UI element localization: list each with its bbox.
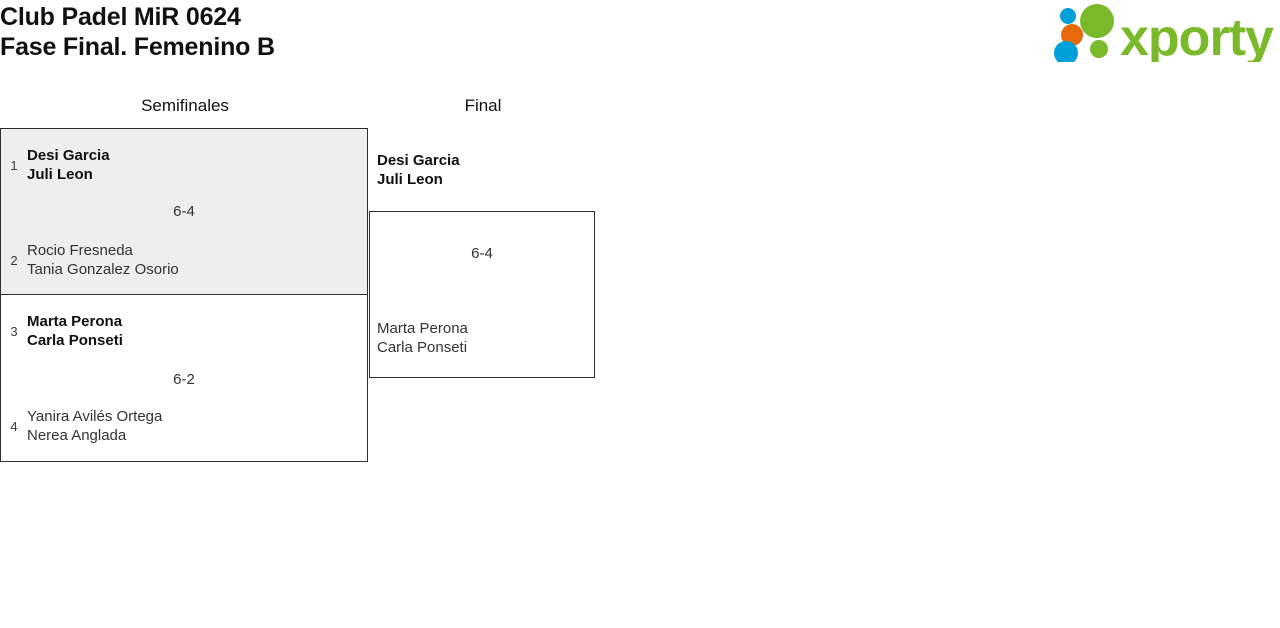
match-score-final: 6-4 [471,245,493,262]
seed-number: 2 [10,252,18,268]
xporty-logo[interactable]: xporty [1050,4,1276,62]
match-box-final[interactable] [369,211,595,378]
seed-number: 3 [10,323,18,339]
team-row[interactable]: 3 Marta Perona Carla Ponseti [1,310,367,352]
team-row[interactable]: 2 Rocio Fresneda Tania Gonzalez Osorio [1,239,367,281]
team-row[interactable]: 4 Yanira Avilés Ortega Nerea Anglada [1,405,367,447]
svg-text:xporty: xporty [1120,9,1274,62]
match-score-semifinal-2: 6-2 [173,371,195,388]
round-header-final: Final [464,96,502,115]
team-players: Marta Perona Carla Ponseti [27,313,123,349]
team-row[interactable]: 1 Desi Garcia Juli Leon [1,144,367,186]
team-players: Rocio Fresneda Tania Gonzalez Osorio [27,242,179,278]
tournament-header: Club Padel MiR 0624 Fase Final. Femenino… [0,0,1280,78]
team-players: Yanira Avilés Ortega Nerea Anglada [27,408,163,444]
team-players: Desi Garcia Juli Leon [27,147,110,183]
match-box-semifinal-2[interactable]: 3 Marta Perona Carla Ponseti 4 Yanira Av… [0,294,368,462]
seed-number: 1 [10,157,18,173]
team-players-final-winner: Desi Garcia Juli Leon [377,152,460,188]
round-header-semifinales: Semifinales [141,96,229,115]
seed-number: 4 [10,418,18,434]
team-players-final-runnerup: Marta Perona Carla Ponseti [377,320,468,356]
match-score-semifinal-1: 6-4 [173,203,195,220]
page-title: Club Padel MiR 0624 Fase Final. Femenino… [0,3,275,61]
